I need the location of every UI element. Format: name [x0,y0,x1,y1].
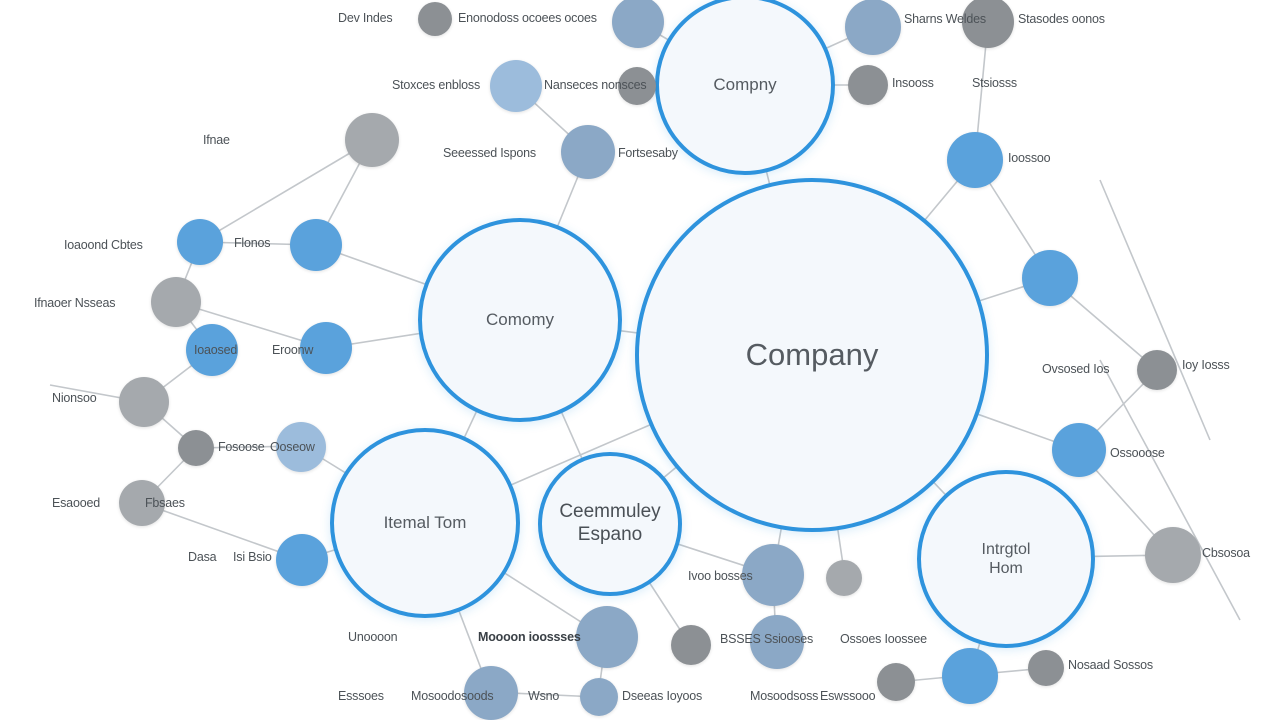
node[interactable] [580,678,618,716]
node[interactable] [177,219,223,265]
node-label: Enonodoss ocoees ocoes [458,11,597,25]
node-label: Ifnae [203,133,230,147]
hub-right[interactable]: Intrgtol Hom [917,470,1095,648]
node-label: Dev Indes [338,11,393,25]
hub-internal-team[interactable]: Itemal Tom [330,428,520,618]
node[interactable] [300,322,352,374]
hub-company-top[interactable]: Compny [655,0,835,175]
node-label: Insooss [892,76,934,90]
node[interactable] [464,666,518,720]
hub-company-left[interactable]: Comomy [418,218,622,422]
node-label: Ossooose [1110,446,1165,460]
node[interactable] [290,219,342,271]
edge [199,139,373,243]
node[interactable] [178,430,214,466]
node[interactable] [877,663,915,701]
hub-right-label: Intrgtol Hom [981,540,1031,577]
node-label: Seeessed Ispons [443,146,536,160]
node-label: Ivoo bosses [688,569,753,583]
node[interactable] [947,132,1003,188]
node-label: Sharns Weldes [904,12,986,26]
edge [1099,179,1211,441]
node[interactable] [418,2,452,36]
node[interactable] [276,422,326,472]
node[interactable] [561,125,615,179]
hub-company-top-label: Compny [713,74,777,94]
node-label: Ioaoond Cbtes [64,238,143,252]
node-label: Eswssooo [820,689,876,703]
node-label: Unoooon [348,630,398,644]
node-label: Eroonw [272,343,314,357]
hub-company-left-label: Comomy [485,309,554,329]
node[interactable] [576,606,638,668]
node-label: Stsiosss [972,76,1017,90]
node[interactable] [1022,250,1078,306]
node[interactable] [1145,527,1201,583]
node-label: Nionsoo [52,391,97,405]
node-label: Mosoodsoss [750,689,819,703]
node-label: Esssoes [338,689,384,703]
node[interactable] [942,648,998,704]
hub-company-main-label: Company [745,337,879,373]
node-label: Esaooed [52,496,100,510]
node-label: Isi Bsio [233,550,272,564]
node[interactable] [962,0,1014,48]
node-label: Ioy Iosss [1182,358,1230,372]
node[interactable] [750,615,804,669]
node[interactable] [151,277,201,327]
node-label: Wsno [528,689,560,703]
edge [141,502,303,561]
node[interactable] [119,480,165,526]
node-label: Dasa [188,550,217,564]
node-label: Fortsesaby [618,146,678,160]
node[interactable] [276,534,328,586]
hub-community[interactable]: Ceemmuley Espano [538,452,682,596]
node-label: Ooseow [270,440,315,454]
node[interactable] [845,0,901,55]
hub-community-label: Ceemmuley Espano [559,501,661,545]
node-label: Flonos [234,236,271,250]
node-label: BSSES Ssiooses [720,632,814,646]
hub-internal-team-label: Itemal Tom [383,512,467,532]
node-label: Moooon ioossses [478,630,581,644]
node-label: Fosoose [218,440,265,454]
node[interactable] [119,377,169,427]
node[interactable] [612,0,664,48]
node[interactable] [490,60,542,112]
node-label: Nosaad Sossos [1068,658,1153,672]
hub-company-main[interactable]: Company [635,178,989,532]
node-label: Ossoes Ioossee [840,632,927,646]
node[interactable] [671,625,711,665]
node-label: Stoxces enbloss [392,78,481,92]
node-label: Ioaosed [194,343,238,357]
node[interactable] [826,560,862,596]
node[interactable] [848,65,888,105]
node-label: Fbsaes [145,496,185,510]
node-label: Ioossoo [1008,151,1051,165]
node[interactable] [1028,650,1064,686]
node-label: Mosoodosoods [411,689,494,703]
node-label: Ovsosed Ios [1042,362,1110,376]
node[interactable] [618,67,656,105]
node-label: Ifnaoer Nsseas [34,296,116,310]
node-label: Stasodes oonos [1018,12,1105,26]
node[interactable] [186,324,238,376]
node-label: Nanseces nonsces [544,78,647,92]
node-label: Dseeas Ioyoos [622,689,703,703]
node[interactable] [742,544,804,606]
node-label: Cbsosoa [1202,546,1250,560]
node[interactable] [1052,423,1106,477]
node[interactable] [1137,350,1177,390]
node[interactable] [345,113,399,167]
edge [1099,359,1241,621]
